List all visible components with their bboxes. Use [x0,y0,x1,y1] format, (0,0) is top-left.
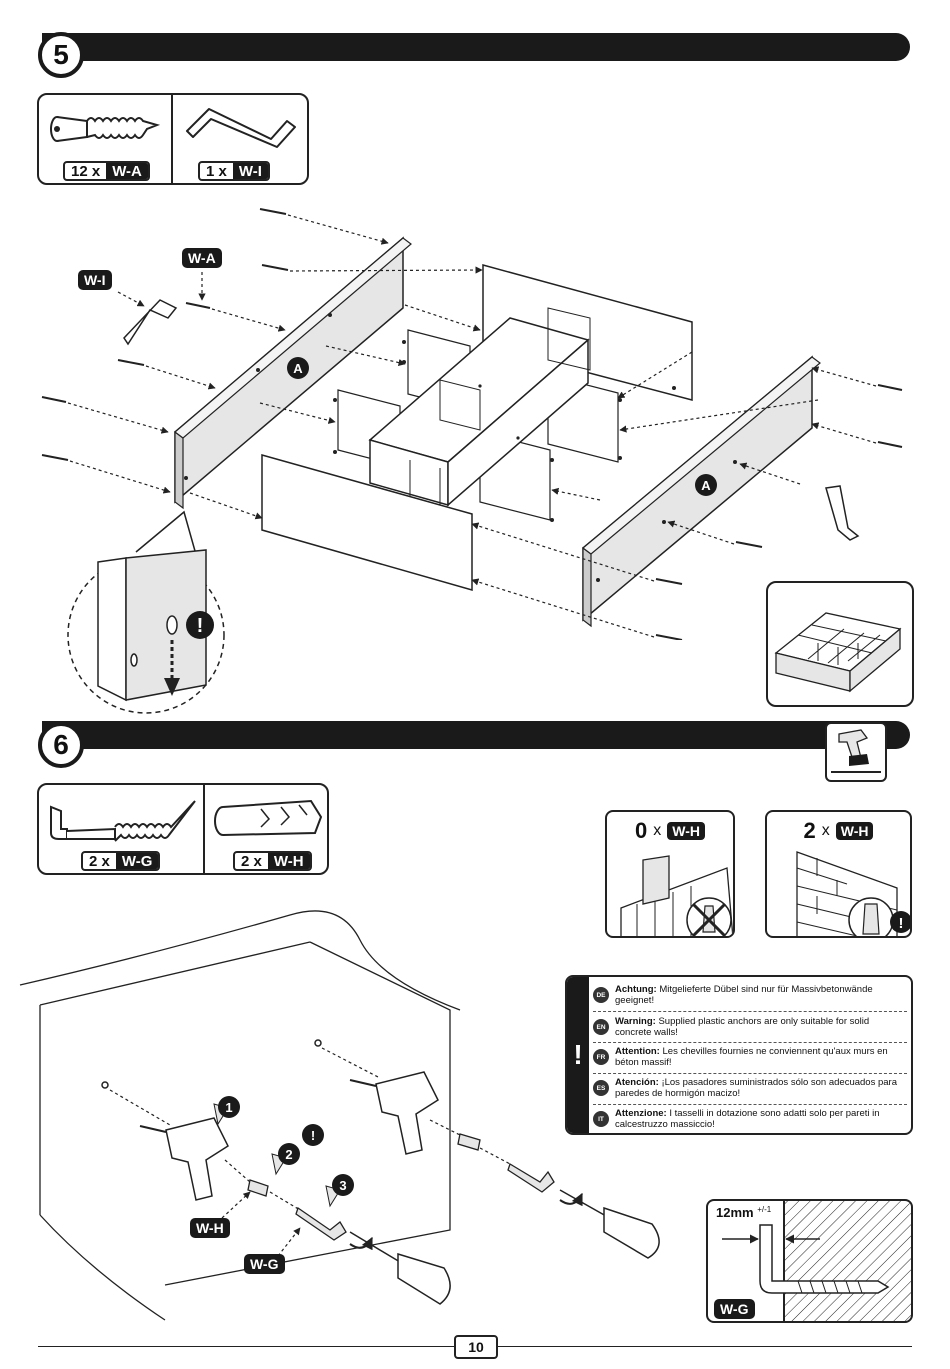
qty-code: W-A [106,163,148,179]
cam-screw-icon [50,116,161,142]
warning-head: Attenzione: [615,1108,667,1119]
hook-screw-tag-wg: W-G [244,1254,285,1274]
hook-tag-wg: W-G [714,1299,755,1319]
gap-tolerance: +/-1 [757,1205,772,1214]
warning-text: Mitgelieferte Dübel sind nur für Massivb… [615,984,873,1006]
warning-separator [593,1073,907,1074]
warning-head: Warning: [615,1016,656,1027]
panel-label-right: A [695,474,717,496]
qty-count: 2 x [89,852,110,870]
power-drill-icon [831,729,881,773]
anchor-warning-box: ! DE Achtung: Mitgelieferte Dübel sind n… [565,975,913,1135]
hook-gap-detail: 12mm +/-1 W-G [706,1199,913,1323]
allen-key-icon [186,108,296,148]
warning-head: Achtung: [615,984,657,995]
warning-text: Les chevilles fournies ne conviennent qu… [615,1046,888,1068]
warning-head: Atención: [615,1077,659,1088]
parts-divider [203,785,205,873]
qty-count: 1 x [206,162,227,180]
qty-code: W-H [267,853,310,869]
wall-type-title: 2 x W-H [767,818,910,844]
lang-badge: DE [593,987,609,1003]
drill-left [139,1117,229,1201]
anchor-code: W-H [667,822,705,840]
times-sign: x [653,822,662,839]
warning-text: Supplied plastic anchors are only suitab… [615,1016,870,1038]
screw-tag-wa: W-A [182,248,222,268]
drill-right [349,1071,439,1155]
wall-type-title: 0 x W-H [607,818,733,844]
brick-wall-icon: ! [796,851,910,936]
tool-tag-wi: W-I [78,270,112,290]
step6-parts-box: 2 x W-G 2 x W-H [37,783,329,875]
callout-warning-mark: ! [302,1124,324,1146]
assembled-drawer-preview [766,581,914,707]
panel-label-left: A [287,357,309,379]
lang-badge: FR [593,1049,609,1065]
gap-value: 12mm [716,1205,754,1220]
step5-header-bar [42,33,910,61]
step6-part-qty-wh: 2 x W-H [233,851,312,871]
warning-exclamation-bar: ! [567,977,589,1133]
step6-number: 6 [38,722,84,768]
anchor-count: 0 [635,818,648,843]
svg-text:!: ! [899,915,904,932]
page-number: 10 [454,1335,498,1359]
wall-plug-icon [214,799,323,836]
hook-screw-icon [50,800,196,842]
callout-step-3: 3 [332,1174,354,1196]
qty-code: W-G [115,853,159,869]
wood-wall-icon [620,855,733,936]
parts-divider [171,95,173,183]
qty-count: 2 x [241,852,262,870]
warning-head: Attention: [615,1046,660,1057]
wall-type-concrete: 2 x W-H ! [765,810,912,938]
warning-exclamation: ! [197,615,204,637]
warning-en: EN Warning: Supplied plastic anchors are… [593,1015,907,1039]
step5-number: 5 [38,32,84,78]
callout-step-2: 2 [278,1143,300,1165]
wall-type-wood: 0 x W-H [605,810,735,938]
warning-de: DE Achtung: Mitgelieferte Dübel sind nur… [593,983,907,1007]
drill-tool-box [825,722,887,782]
step5-part-qty-wi: 1 x W-I [198,161,270,181]
lang-badge: IT [593,1111,609,1127]
warning-text: ¡Los pasadores suministrados sólo son ad… [615,1077,897,1099]
lang-badge: EN [593,1019,609,1035]
warning-fr: FR Attention: Les chevilles fournies ne … [593,1045,907,1069]
qty-code: W-I [232,163,268,179]
wall-plug-tag-wh: W-H [190,1218,230,1238]
warning-separator [593,1011,907,1012]
detail-magnifier: ! [67,510,225,714]
warning-it: IT Attenzione: I tasselli in dotazione s… [593,1107,907,1131]
warning-separator [593,1042,907,1043]
qty-count: 12 x [71,162,101,180]
step6-header-bar [42,721,910,749]
warning-text: I tasselli in dotazione sono adatti solo… [615,1108,880,1130]
step5-parts-box: 12 x W-A 1 x W-I [37,93,309,185]
anchor-count: 2 [803,818,816,843]
warning-es: ES Atención: ¡Los pasadores suministrado… [593,1076,907,1100]
wall-mounting-diagram [19,910,660,1321]
step5-part-qty-wa: 12 x W-A [63,161,150,181]
lang-badge: ES [593,1080,609,1096]
times-sign: x [821,822,830,839]
callout-step-1: 1 [218,1096,240,1118]
step6-part-qty-wg: 2 x W-G [81,851,161,871]
warning-separator [593,1104,907,1105]
anchor-code: W-H [835,822,874,840]
gap-measure: 12mm +/-1 [716,1205,771,1220]
